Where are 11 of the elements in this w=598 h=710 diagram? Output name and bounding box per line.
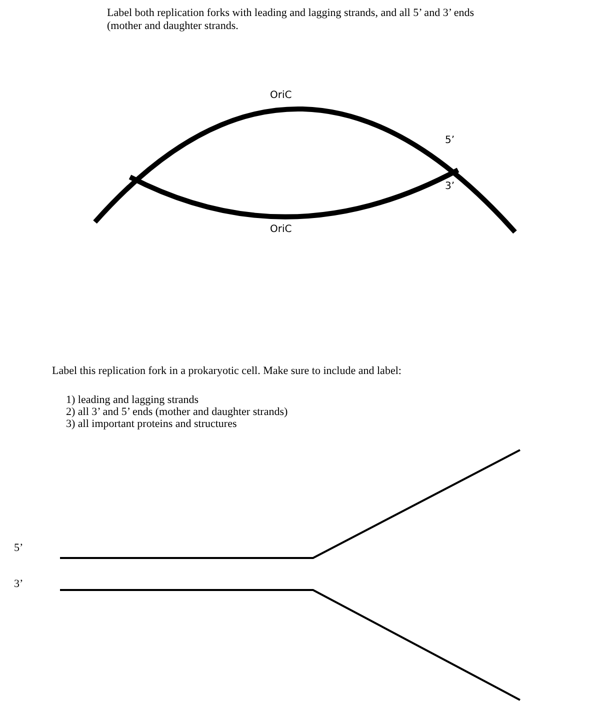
origin-label: OriC <box>270 224 292 236</box>
list-item: 2) all 3’ and 5’ ends (mother and daughter strands) <box>66 406 289 419</box>
origin-label: OriC <box>270 90 292 102</box>
instruction-text: Label both replication forks with leading and lagging strands, and all 5’ and 3’ ends (mother and daughter strands. <box>107 7 476 34</box>
end-label: 5’ <box>14 542 24 556</box>
instruction-text: Label this replication fork in a prokaryotic cell. Make sure to include and label: <box>52 365 402 378</box>
end-label: 3’ <box>445 181 455 193</box>
end-label: 5’ <box>445 135 455 147</box>
list-item: 1) leading and lagging strands <box>66 394 200 407</box>
end-label: 3’ <box>14 578 24 592</box>
list-item: 3) all important proteins and structures <box>66 418 238 432</box>
